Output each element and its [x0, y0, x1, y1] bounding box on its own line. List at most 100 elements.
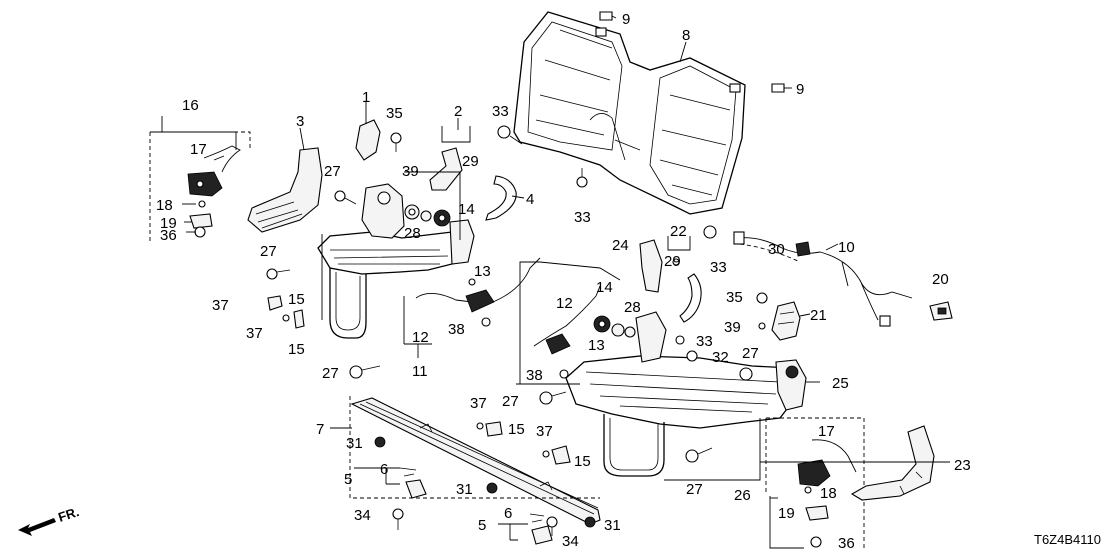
callout-1: 1 [362, 89, 370, 106]
bolt-33-mid[interactable] [576, 168, 588, 188]
nut-32[interactable] [686, 350, 698, 362]
callout-20: 20 [932, 271, 949, 288]
latch-16[interactable] [187, 171, 223, 197]
callout-33a: 33 [492, 103, 509, 120]
bolt-36-left[interactable] [194, 226, 206, 238]
cover-21[interactable] [771, 301, 801, 341]
cable-17-left[interactable] [203, 145, 241, 173]
callout-15d: 15 [574, 453, 591, 470]
callout-27f: 27 [686, 481, 703, 498]
bolt-27-a[interactable] [334, 190, 357, 205]
diagram-code: T6Z4B4110 [1034, 532, 1101, 547]
callout-33d: 33 [696, 333, 713, 350]
callout-5a: 5 [344, 471, 352, 488]
callout-35b: 35 [726, 289, 743, 306]
hinge-cover-2[interactable] [429, 147, 463, 191]
callout-31b: 31 [456, 481, 473, 498]
callout-10: 10 [838, 239, 855, 256]
callout-18b: 18 [820, 485, 837, 502]
bolt-27-f[interactable] [685, 447, 713, 463]
clip-15-b[interactable] [293, 309, 305, 329]
bolt-33-top[interactable] [497, 125, 523, 145]
callout-22: 22 [670, 223, 687, 240]
bolt-33-lower[interactable] [675, 335, 685, 345]
clip-9-top[interactable] [599, 11, 613, 21]
callout-13a: 13 [474, 263, 491, 280]
cover-22[interactable] [679, 273, 702, 323]
clip-31-c[interactable] [584, 516, 596, 528]
cover-24[interactable] [639, 239, 663, 293]
callout-33c: 33 [710, 259, 727, 276]
wire-harness-10[interactable] [737, 237, 913, 321]
bolt-27-d[interactable] [539, 391, 567, 405]
clip-9-right[interactable] [771, 83, 785, 93]
actuator-13-right[interactable] [545, 333, 571, 355]
clip-15-c[interactable] [485, 421, 503, 437]
callout-14a: 14 [458, 201, 475, 218]
rail-cover-7[interactable] [350, 397, 601, 525]
callout-5b: 5 [478, 517, 486, 534]
bolt-36-right[interactable] [810, 536, 822, 548]
bolt-27-b[interactable] [266, 268, 291, 280]
callout-15a: 15 [288, 291, 305, 308]
bracket-19-right[interactable] [805, 505, 829, 521]
actuator-13-left[interactable] [465, 289, 495, 313]
side-trim-3[interactable] [247, 147, 323, 233]
front-direction-arrow [18, 518, 56, 536]
callout-27d: 27 [502, 393, 519, 410]
callout-39a: 39 [402, 163, 419, 180]
seat-back-frame[interactable] [513, 11, 746, 215]
bolt-35-left[interactable] [390, 132, 402, 152]
callout-33b: 33 [574, 209, 591, 226]
hook-5-a[interactable] [405, 479, 427, 499]
callout-39b: 39 [724, 319, 741, 336]
right-seat-cushion-frame[interactable] [565, 311, 807, 477]
callout-26: 26 [734, 487, 751, 504]
callout-27e: 27 [742, 345, 759, 362]
left-seat-cushion-frame[interactable] [317, 183, 475, 339]
callout-37c: 37 [470, 395, 487, 412]
cover-23[interactable] [850, 425, 935, 501]
cable-17-right[interactable] [811, 439, 857, 473]
callout-27b: 27 [260, 243, 277, 260]
callout-7: 7 [316, 421, 324, 438]
callout-37a: 37 [212, 297, 229, 314]
bracket-19-left[interactable] [189, 213, 213, 229]
cover-4[interactable] [485, 175, 517, 221]
callout-11: 11 [412, 363, 428, 380]
bolt-27-e[interactable] [739, 367, 753, 381]
callout-28b: 28 [624, 299, 641, 316]
clip-15-a[interactable] [267, 295, 283, 311]
callout-15c: 15 [508, 421, 525, 438]
callout-19b: 19 [778, 505, 795, 522]
screw-34-b[interactable] [546, 516, 558, 536]
bolt-35-right[interactable] [756, 292, 768, 304]
bolt-33-right[interactable] [703, 225, 717, 239]
callout-12b: 12 [556, 295, 573, 312]
latch-group-16-box [149, 131, 251, 242]
clip-31-a[interactable] [374, 436, 386, 448]
callout-4: 4 [526, 191, 534, 208]
screw-34-a[interactable] [392, 508, 404, 530]
callout-6a: 6 [380, 461, 388, 478]
bracket-1[interactable] [355, 119, 381, 161]
clip-31-b[interactable] [486, 482, 498, 494]
callout-34a: 34 [354, 507, 371, 524]
bolt-27-c[interactable] [349, 365, 381, 379]
clip-30[interactable] [795, 241, 811, 257]
clip-15-d[interactable] [551, 445, 571, 465]
callout-17b: 17 [818, 423, 835, 440]
latch-26[interactable] [797, 459, 831, 487]
callout-9b: 9 [796, 81, 804, 98]
callout-12a: 12 [412, 329, 429, 346]
washer-28-right[interactable] [611, 323, 625, 337]
callout-19a: 19 [160, 215, 177, 232]
callout-36a: 36 [160, 227, 177, 244]
callout-31c: 31 [604, 517, 621, 534]
cable-12-right[interactable] [533, 285, 601, 347]
callout-35a: 35 [386, 105, 403, 122]
callout-32: 32 [712, 349, 729, 366]
callout-18a: 18 [156, 197, 173, 214]
callout-29a: 29 [462, 153, 479, 170]
hook-5-b[interactable] [531, 525, 553, 545]
